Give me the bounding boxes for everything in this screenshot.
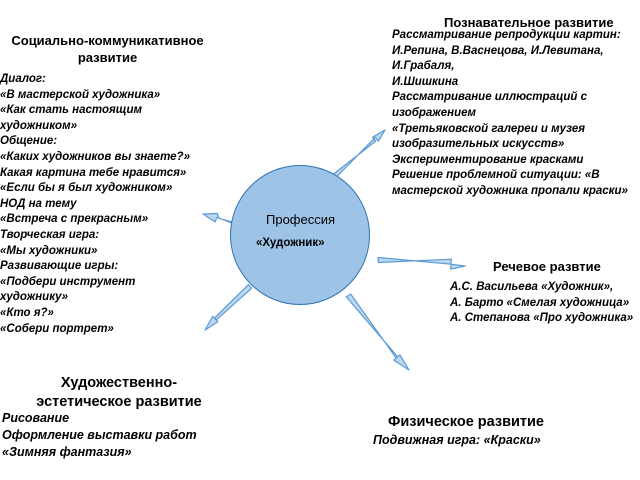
- social-item: Диалог:: [0, 73, 46, 85]
- cognitive-item: мастерской художника пропали краски»: [392, 184, 628, 197]
- speech-item: А. Барто «Смелая художница»: [450, 296, 630, 309]
- artistic-item: Рисование: [2, 411, 70, 425]
- physical-subtitle: Подвижная игра: «Краски»: [373, 433, 541, 447]
- social-title-line2: развитие: [77, 50, 138, 65]
- cognitive-item: И.Грабаля,: [392, 60, 455, 73]
- arrow-to-physical: [345, 293, 410, 371]
- cognitive-item: Рассматривание репродукции картин:: [392, 29, 621, 41]
- social-item: Творческая игра:: [0, 228, 100, 241]
- social-item: Развивающие игры:: [0, 260, 119, 273]
- social-item: «Если бы я был художником»: [0, 182, 173, 195]
- center-circle: [230, 165, 370, 305]
- cognitive-list: Рассматривание репродукции картин: И.Реп…: [392, 28, 628, 200]
- center-name: «Художник»: [256, 237, 325, 249]
- cognitive-title: Познавательное развитие: [444, 15, 614, 30]
- artistic-item: «Зимняя фантазия»: [2, 445, 132, 459]
- center-label: Профессия: [266, 212, 336, 227]
- social-item: «Подбери инструмент: [0, 275, 136, 288]
- social-item: «Встреча с прекрасным»: [0, 213, 149, 226]
- cognitive-item: Решение проблемной ситуации: «В: [392, 169, 600, 182]
- social-item: «Кто я?»: [0, 306, 54, 319]
- speech-title: Речевое развтие: [493, 259, 601, 274]
- social-item: Какая картина тебе нравится»: [0, 166, 187, 179]
- arrow-to-artistic: [204, 284, 253, 331]
- speech-item: А.С. Васильева «Художник»,: [450, 281, 614, 293]
- artistic-item: Оформление выставки работ: [2, 428, 197, 442]
- arrow-to-speech: [377, 256, 466, 270]
- speech-item: А. Степанова «Про художника»: [450, 312, 634, 325]
- cognitive-item: И.Репина, В.Васнецова, И.Левитана,: [392, 44, 604, 57]
- social-title-line1: Социально-коммуникативное: [11, 33, 204, 48]
- artistic-list: Рисование Оформление выставки работ «Зим…: [2, 410, 197, 461]
- social-title: Социально-коммуникативное развитие: [0, 33, 215, 65]
- social-item: «Как стать настоящим: [0, 104, 143, 117]
- arrow-to-cognitive: [327, 129, 386, 183]
- artistic-title-line1: Художественно-: [60, 375, 178, 391]
- speech-list: А.С. Васильева «Художник», А. Барто «Сме…: [450, 280, 633, 327]
- social-item: художнику»: [0, 291, 68, 304]
- social-item: «Мы художники»: [0, 244, 98, 257]
- cognitive-item: И.Шишкина: [392, 75, 459, 88]
- social-item: «Каких художников вы знаете?»: [0, 150, 190, 163]
- social-list: Диалог: «В мастерской художника» «Как ст…: [0, 72, 190, 337]
- social-item: Общение:: [0, 135, 58, 148]
- social-item: художником»: [0, 119, 77, 132]
- cognitive-item: изобразительных искусств»: [392, 138, 565, 151]
- artistic-title-line2: эстетическое развитие: [36, 394, 202, 410]
- cognitive-item: Экспериментирование красками: [392, 153, 584, 166]
- social-item: «В мастерской художника»: [0, 88, 161, 101]
- cognitive-item: Рассматривание иллюстраций с: [392, 91, 588, 104]
- physical-title: Физическое развитие: [388, 414, 544, 430]
- artistic-title: Художественно- эстетическое развитие: [0, 374, 238, 412]
- social-item: НОД на тему: [0, 197, 77, 210]
- cognitive-item: изображением: [392, 106, 477, 119]
- social-item: «Собери портрет»: [0, 322, 114, 335]
- cognitive-item: «Третьяковской галереи и музея: [392, 122, 586, 135]
